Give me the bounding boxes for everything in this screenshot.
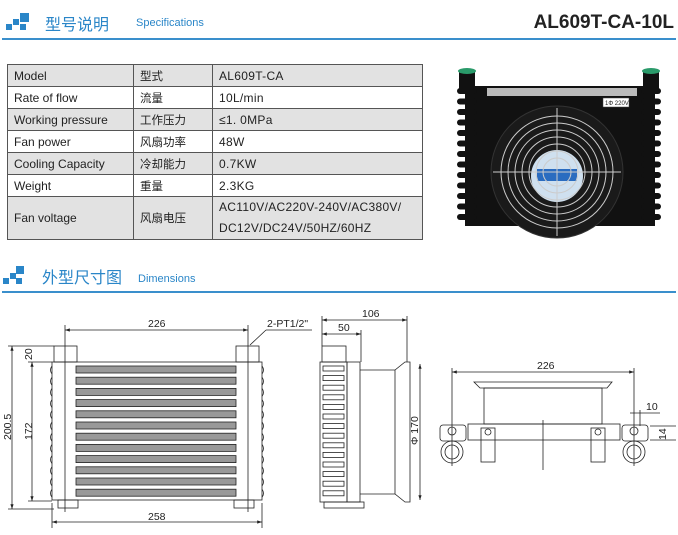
section-title-cn: 型号说明 bbox=[45, 15, 110, 34]
section-title-en: Specifications bbox=[136, 17, 204, 29]
model-code-title: AL609T-CA-10L bbox=[533, 12, 674, 33]
dim-bottom-port-spacing: 226 bbox=[537, 360, 555, 372]
row-value: 10L/min bbox=[212, 86, 423, 109]
row-value: ≤1. 0MPa bbox=[212, 108, 423, 131]
dim-fan-diameter: Φ 170 bbox=[409, 416, 421, 445]
row-value: 0.7KW bbox=[212, 152, 423, 175]
dim-hole-offset: 10 bbox=[646, 401, 658, 413]
dimension-drawing: 226 2-PT1/2" 258 200.5 172 20 106 50 Φ 1… bbox=[2, 308, 676, 528]
product-photo: 1Φ 220V bbox=[457, 68, 661, 239]
row-value: AC110V/AC220V-240V/AC380V/ bbox=[219, 200, 402, 214]
logo-square-icon bbox=[20, 24, 26, 30]
logo-square-icon bbox=[16, 278, 22, 284]
row-label-cn: 风扇功率 bbox=[133, 130, 213, 153]
row-label-cn: 风扇电压 bbox=[133, 196, 213, 240]
row-label-cn: 重量 bbox=[133, 174, 213, 197]
row-value: 2.3KG bbox=[212, 174, 423, 197]
row-value: DC12V/DC24V/50HZ/60HZ bbox=[219, 221, 372, 235]
logo-square-icon bbox=[20, 13, 29, 22]
row-label-en: Weight bbox=[7, 174, 134, 197]
dim-depth-total: 106 bbox=[362, 308, 380, 320]
dim-depth-core: 50 bbox=[338, 322, 350, 334]
divider bbox=[2, 291, 676, 293]
row-label-cn: 型式 bbox=[133, 64, 213, 87]
logo-square-icon bbox=[16, 266, 24, 274]
dim-port-thread: 2-PT1/2" bbox=[267, 318, 308, 330]
row-label-cn: 流量 bbox=[133, 86, 213, 109]
row-label-en: Rate of flow bbox=[7, 86, 134, 109]
side-view bbox=[319, 316, 422, 509]
logo-square-icon bbox=[6, 24, 12, 30]
row-label-en: Model bbox=[7, 64, 134, 87]
voltage-label: 1Φ 220V bbox=[605, 101, 629, 107]
section-title-en: Dimensions bbox=[138, 273, 196, 285]
logo-square-icon bbox=[3, 278, 9, 284]
row-label-cn: 工作压力 bbox=[133, 108, 213, 131]
front-view bbox=[8, 325, 312, 528]
logo-square-icon bbox=[10, 273, 16, 279]
divider bbox=[2, 38, 676, 40]
section-title-cn: 外型尺寸图 bbox=[42, 268, 123, 287]
dim-total-width: 258 bbox=[148, 511, 166, 523]
dim-core-height: 172 bbox=[23, 422, 35, 440]
row-label-en: Working pressure bbox=[7, 108, 134, 131]
row-label-cn: 冷却能力 bbox=[133, 152, 213, 175]
row-value: 48W bbox=[212, 130, 423, 153]
row-label-en: Fan voltage bbox=[7, 196, 134, 240]
logo-square-icon bbox=[13, 19, 19, 25]
row-value: AL609T-CA bbox=[212, 64, 423, 87]
row-label-en: Cooling Capacity bbox=[7, 152, 134, 175]
dim-port-spacing: 226 bbox=[148, 318, 166, 330]
dim-port-height: 20 bbox=[23, 348, 35, 360]
row-label-en: Fan power bbox=[7, 130, 134, 153]
dim-hole-height: 14 bbox=[657, 428, 669, 440]
dim-total-height: 200.5 bbox=[2, 414, 14, 440]
bottom-view bbox=[439, 368, 676, 470]
